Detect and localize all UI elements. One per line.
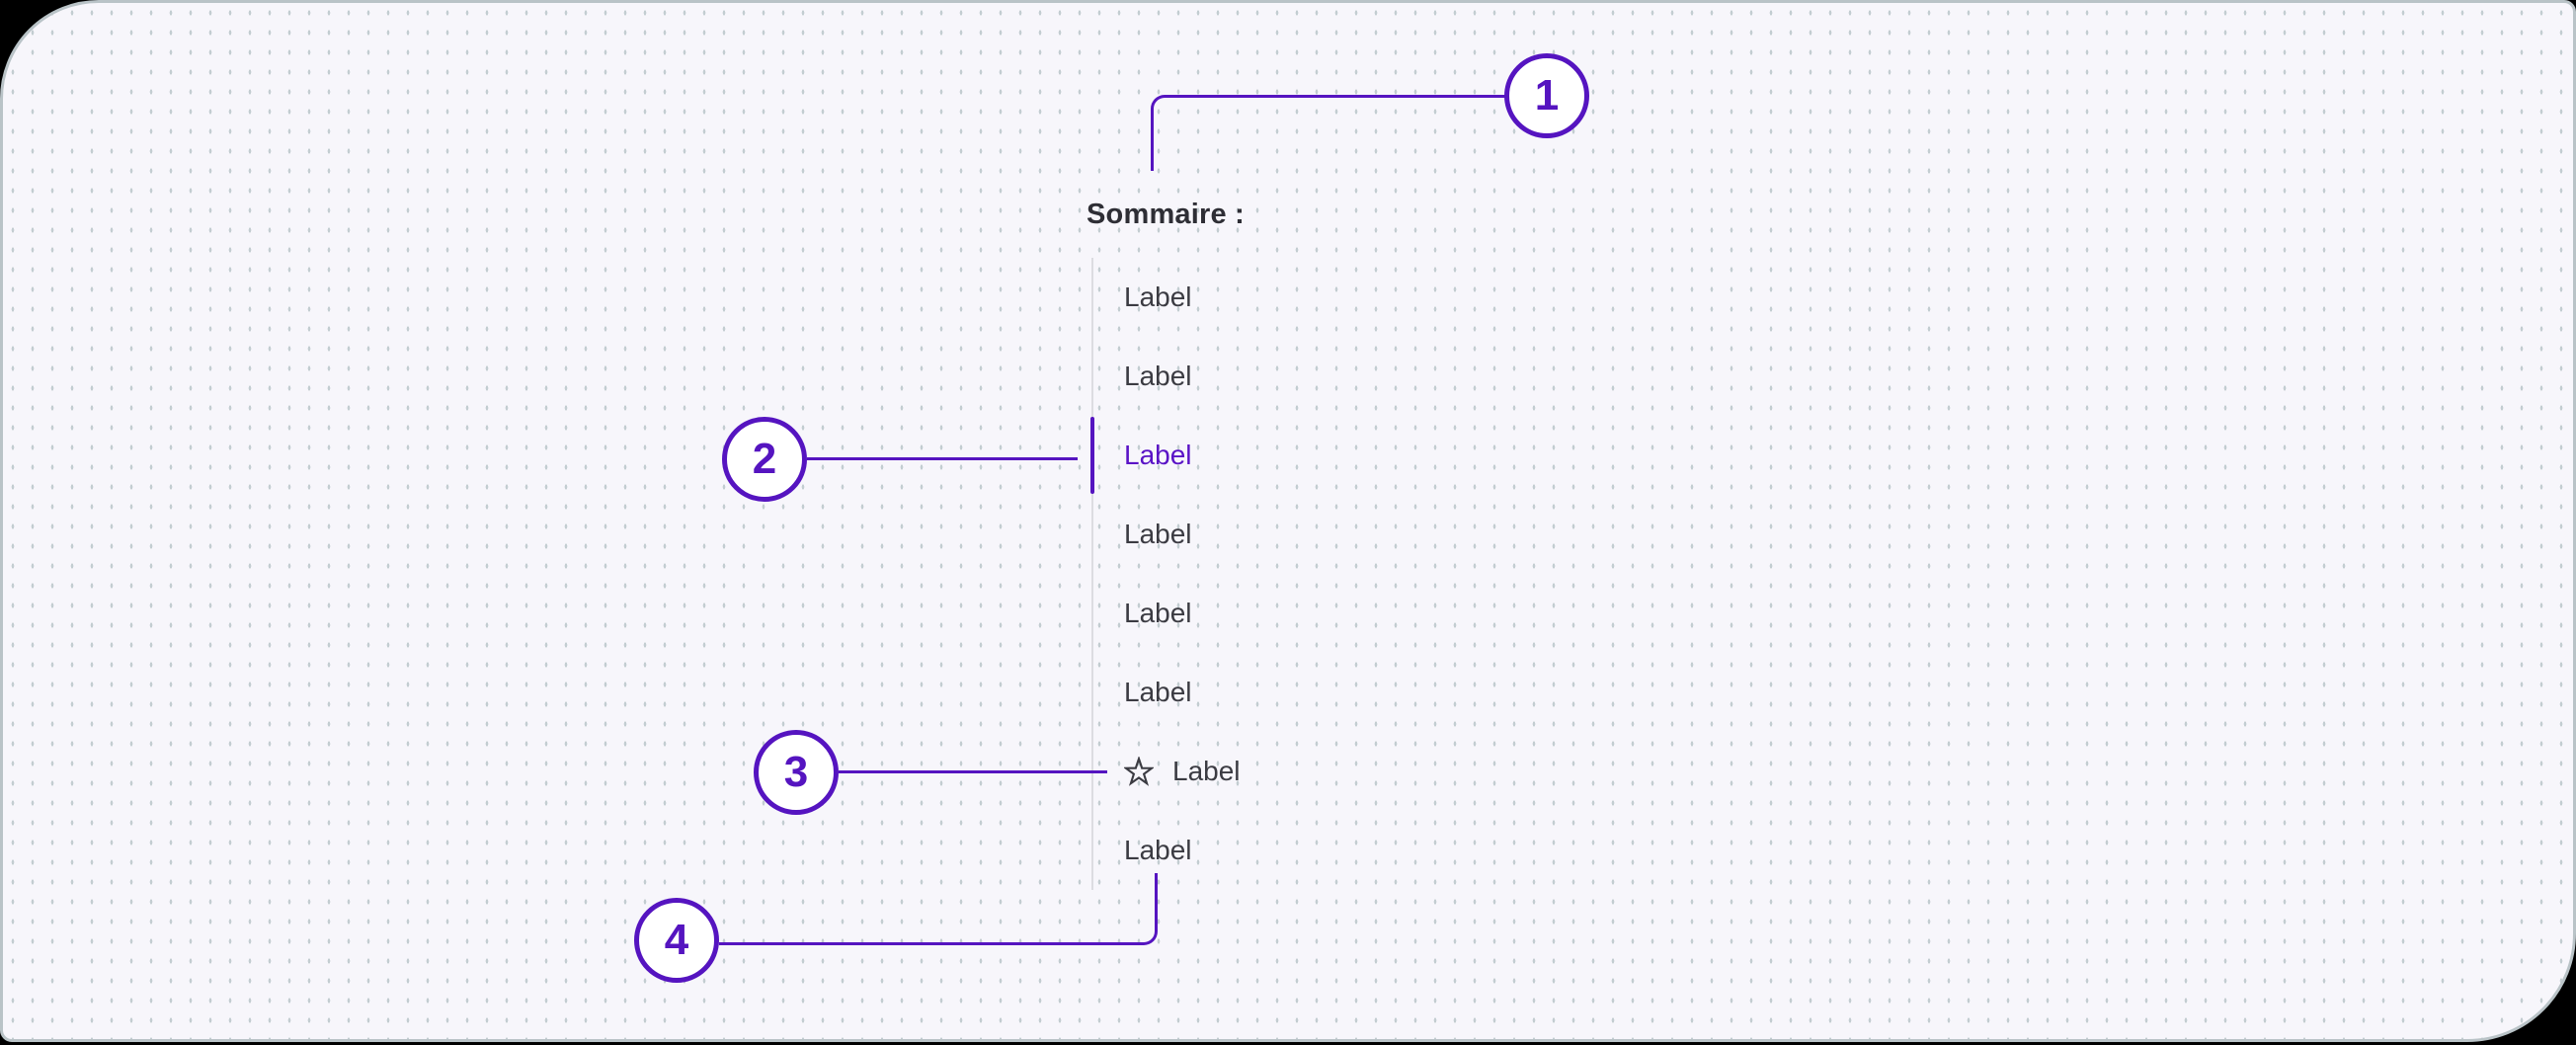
toc-item[interactable]: Label <box>1093 811 1449 890</box>
toc-item-label: Label <box>1124 519 1192 549</box>
annotation-marker-1: 1 <box>1504 53 1589 138</box>
annotation-connector-1 <box>1151 95 1507 171</box>
annotation-marker-3: 3 <box>754 730 839 815</box>
annotation-connector-3 <box>839 770 1107 773</box>
annotation-number: 3 <box>783 748 809 796</box>
toc-list: Label Label Label Label Label Label <box>1090 258 1449 890</box>
toc-heading: Sommaire : <box>1087 199 1245 230</box>
toc-item-label: Label <box>1124 598 1192 628</box>
toc-item-starred[interactable]: Label <box>1093 732 1449 811</box>
active-indicator-bar <box>1090 417 1094 494</box>
star-icon <box>1124 757 1154 786</box>
toc-item-label: Label <box>1124 835 1192 865</box>
toc-item[interactable]: Label <box>1093 574 1449 653</box>
toc-item-label: Label <box>1124 440 1192 470</box>
toc-item-active[interactable]: Label <box>1090 416 1449 495</box>
annotation-connector-4 <box>719 873 1158 945</box>
toc-item-label: Label <box>1124 677 1192 707</box>
toc-item[interactable]: Label <box>1093 258 1449 337</box>
annotation-marker-2: 2 <box>722 417 807 502</box>
toc-item-label: Label <box>1172 756 1241 786</box>
toc-item[interactable]: Label <box>1093 495 1449 574</box>
annotation-number: 1 <box>1534 71 1560 120</box>
toc-item-label: Label <box>1124 281 1192 312</box>
annotation-number: 2 <box>752 435 777 483</box>
toc-item[interactable]: Label <box>1093 653 1449 732</box>
annotation-number: 4 <box>664 916 689 964</box>
toc-item-label: Label <box>1124 361 1192 391</box>
annotation-connector-2 <box>807 457 1078 460</box>
annotation-marker-4: 4 <box>634 898 719 983</box>
toc-item[interactable]: Label <box>1093 337 1449 416</box>
